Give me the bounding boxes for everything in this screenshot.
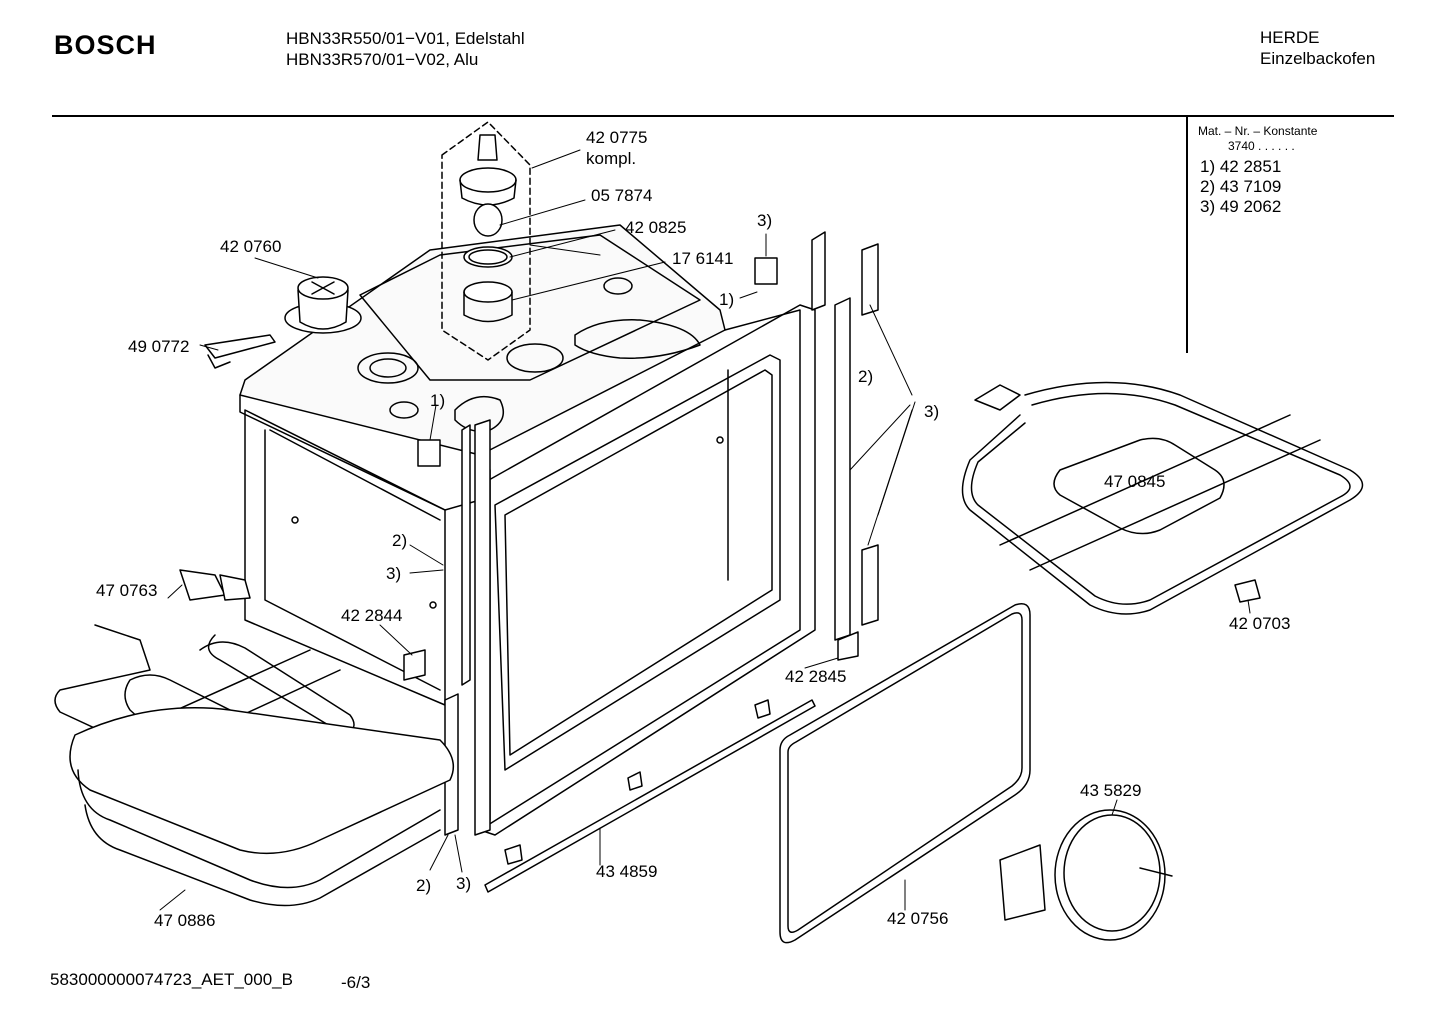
- model-line-2: HBN33R570/01−V02, Alu: [286, 50, 479, 69]
- material-item: 2) 43 7109: [1200, 177, 1282, 196]
- ref-label: 2): [858, 367, 874, 386]
- part-label: 49 0772: [128, 337, 190, 356]
- ref-label: 1): [719, 290, 735, 309]
- ref-label: 3): [757, 211, 773, 230]
- part-label: 42 0756: [887, 909, 949, 928]
- ring-heating-element: [999, 809, 1173, 941]
- bottom-rail: [484, 699, 816, 893]
- page-number: -6/3: [341, 973, 371, 992]
- part-label: 42 0703: [1229, 614, 1291, 633]
- material-item: 3) 49 2062: [1200, 197, 1282, 216]
- part-label: 47 0763: [96, 581, 158, 600]
- ref-label: 3): [924, 402, 940, 421]
- top-heating-element: [961, 381, 1364, 615]
- model-line-1: HBN33R550/01−V01, Edelstahl: [286, 29, 525, 48]
- brand-logo: BOSCH: [54, 30, 157, 60]
- part-label: 42 2844: [341, 606, 403, 625]
- connector-bracket: [204, 334, 276, 369]
- fan-cover-part: [284, 276, 362, 334]
- material-box-title: Mat. – Nr. – Konstante: [1198, 124, 1318, 138]
- small-screw-part: [1234, 579, 1261, 603]
- part-label: 17 6141: [672, 249, 734, 268]
- ref-label: 3): [456, 874, 472, 893]
- clip-part: [417, 439, 441, 467]
- part-label: 47 0886: [154, 911, 216, 930]
- material-box-constant: 3740 . . . . . .: [1228, 139, 1295, 153]
- part-label: 47 0845: [1104, 472, 1166, 491]
- side-strips-right: [811, 231, 879, 661]
- ref-label: 2): [392, 531, 408, 550]
- ref-label: 2): [416, 876, 432, 895]
- part-label: 42 0825: [625, 218, 687, 237]
- part-label-sub: kompl.: [586, 149, 637, 168]
- header-divider: [52, 115, 1394, 117]
- part-label: 43 5829: [1080, 781, 1142, 800]
- part-label: 43 4859: [596, 862, 658, 881]
- door-seal: [779, 603, 1031, 944]
- clip-part: [754, 257, 778, 285]
- part-label: 42 2845: [785, 667, 847, 686]
- material-box-divider: [1186, 117, 1188, 353]
- category-line-1: HERDE: [1260, 28, 1320, 47]
- insulation-mat: [69, 707, 455, 907]
- leader-lines: [159, 149, 1251, 911]
- material-item: 1) 42 2851: [1200, 157, 1282, 176]
- document-id: 583000000074723_AET_000_B: [50, 970, 293, 989]
- part-label: 42 0760: [220, 237, 282, 256]
- front-frame: [291, 304, 816, 836]
- ref-label: 1): [430, 391, 446, 410]
- ref-label: 3): [386, 564, 402, 583]
- category-line-2: Einzelbackofen: [1260, 49, 1376, 68]
- part-label: 42 0775: [586, 128, 648, 147]
- part-label: 05 7874: [591, 186, 653, 205]
